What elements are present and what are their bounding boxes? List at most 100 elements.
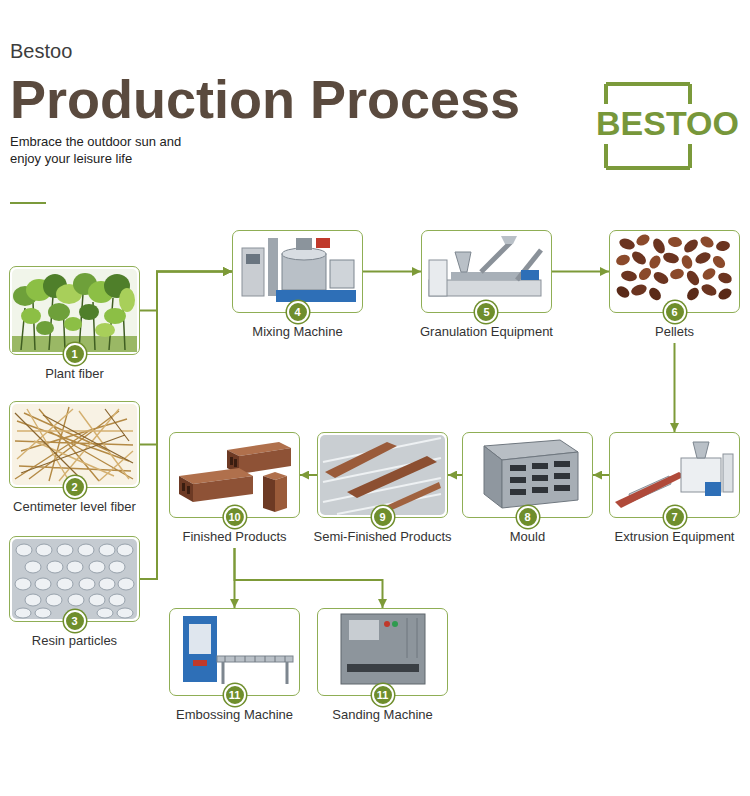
process-step: 5Granulation Equipment (417, 230, 556, 340)
pellets-picture (618, 237, 636, 252)
mould-picture (510, 461, 570, 495)
step-label: Mould (510, 529, 545, 545)
sanding-machine-picture (392, 621, 398, 627)
process-step: 6Pellets (609, 230, 740, 340)
resin-particles-picture (68, 594, 84, 606)
image-frame: 8 (462, 432, 593, 518)
pellets-picture (651, 237, 668, 256)
pellets-picture (684, 269, 701, 288)
step-number: 5 (475, 301, 497, 323)
extrusion-equipment-picture (723, 454, 733, 492)
plant-fiber-picture (21, 308, 41, 324)
straw-fiber-picture (17, 409, 133, 481)
resin-particles-picture (15, 608, 31, 618)
pellets-picture (667, 236, 683, 248)
resin-particles-picture (99, 544, 115, 556)
mixing-machine-picture (330, 260, 354, 288)
process-step: 4Mixing Machine (232, 230, 363, 340)
sanding-machine-picture (384, 621, 390, 627)
resin-particles-picture (109, 561, 125, 573)
decor (10, 202, 46, 204)
resin-particles-picture (25, 594, 41, 606)
process-step: 2Centimeter level fiber (9, 401, 140, 515)
process-step: 11Embossing Machine (169, 608, 300, 723)
plant-fiber-picture (12, 269, 137, 352)
extrusion-equipment-picture (693, 442, 709, 458)
resin-particles-picture (15, 578, 31, 590)
embossing-machine-picture (183, 616, 217, 682)
step-label: Centimeter level fiber (13, 499, 136, 515)
flow-arrow (674, 343, 676, 432)
mixing-machine-picture (235, 233, 360, 310)
step-number: 1 (64, 343, 86, 365)
mould-picture (532, 463, 548, 469)
step-label: Granulation Equipment (420, 324, 553, 340)
step-number: 2 (64, 476, 86, 498)
granulation-equipment-picture (455, 252, 471, 272)
step-number: 6 (664, 301, 686, 323)
logo-wordmark: BESTOO (593, 106, 742, 140)
finished-products-picture (275, 476, 287, 512)
step-number: 8 (517, 506, 539, 528)
finished-products-picture (179, 476, 193, 502)
extrusion-equipment-picture (612, 435, 737, 515)
pellets-picture (652, 270, 671, 287)
pellets-picture (715, 240, 731, 252)
mould-picture (554, 485, 570, 491)
plant-fiber-picture (95, 323, 115, 337)
resin-particles-picture (35, 608, 51, 618)
granulation-equipment-picture (517, 250, 541, 280)
finished-products-picture (230, 457, 233, 465)
pellets-picture (680, 254, 694, 271)
mould-picture (532, 475, 548, 481)
resin-particles-picture (47, 561, 63, 573)
mould-picture (465, 435, 590, 515)
mould-picture (465, 435, 590, 515)
resin-particles-picture (12, 539, 137, 619)
step-label: Plant fiber (45, 366, 104, 382)
extrusion-equipment-picture (615, 472, 685, 508)
mould-picture (554, 461, 570, 467)
plant-fiber-picture (64, 317, 82, 331)
brand-name: Bestoo (10, 39, 72, 63)
resin-particles-picture (109, 594, 125, 606)
step-number: 11 (224, 684, 246, 706)
image-frame: 2 (9, 401, 140, 488)
image-frame: 6 (609, 230, 740, 313)
image-frame: 9 (317, 432, 448, 518)
embossing-machine-picture (217, 656, 293, 662)
flow-arrow (235, 548, 383, 608)
resin-particles-picture (97, 608, 113, 618)
image-frame: 10 (169, 432, 300, 518)
semi-finished-picture (323, 438, 441, 514)
semi-finished-picture (325, 442, 397, 478)
resin-particles-picture (15, 544, 134, 618)
mixing-machine-picture (316, 238, 330, 248)
image-frame: 11 (317, 608, 448, 696)
straw-fiber-picture (12, 404, 137, 485)
page-title: Production Process (10, 72, 520, 126)
step-number: 3 (64, 610, 86, 632)
step-label: Finished Products (182, 529, 286, 545)
embossing-machine-picture (189, 624, 211, 654)
pellets-picture (711, 254, 728, 271)
pellets-picture (634, 232, 651, 248)
pellets-picture (716, 286, 733, 302)
pellets-picture (618, 237, 734, 298)
finished-products-picture (263, 476, 275, 512)
step-label: Sanding Machine (332, 707, 432, 723)
pellets-picture (630, 283, 648, 298)
semi-finished-picture (320, 435, 445, 515)
finished-products-picture (182, 483, 185, 491)
embossing-machine-picture (193, 660, 207, 666)
embossing-machine-picture (172, 611, 297, 693)
step-label: Resin particles (32, 633, 117, 649)
pellets-picture (698, 234, 715, 250)
finished-products-picture (187, 486, 190, 494)
resin-particles-picture (67, 561, 83, 573)
granulation-equipment-picture (481, 242, 511, 272)
granulation-equipment-picture (429, 260, 447, 296)
pellets-picture (630, 249, 649, 267)
pellets-picture (637, 266, 654, 283)
